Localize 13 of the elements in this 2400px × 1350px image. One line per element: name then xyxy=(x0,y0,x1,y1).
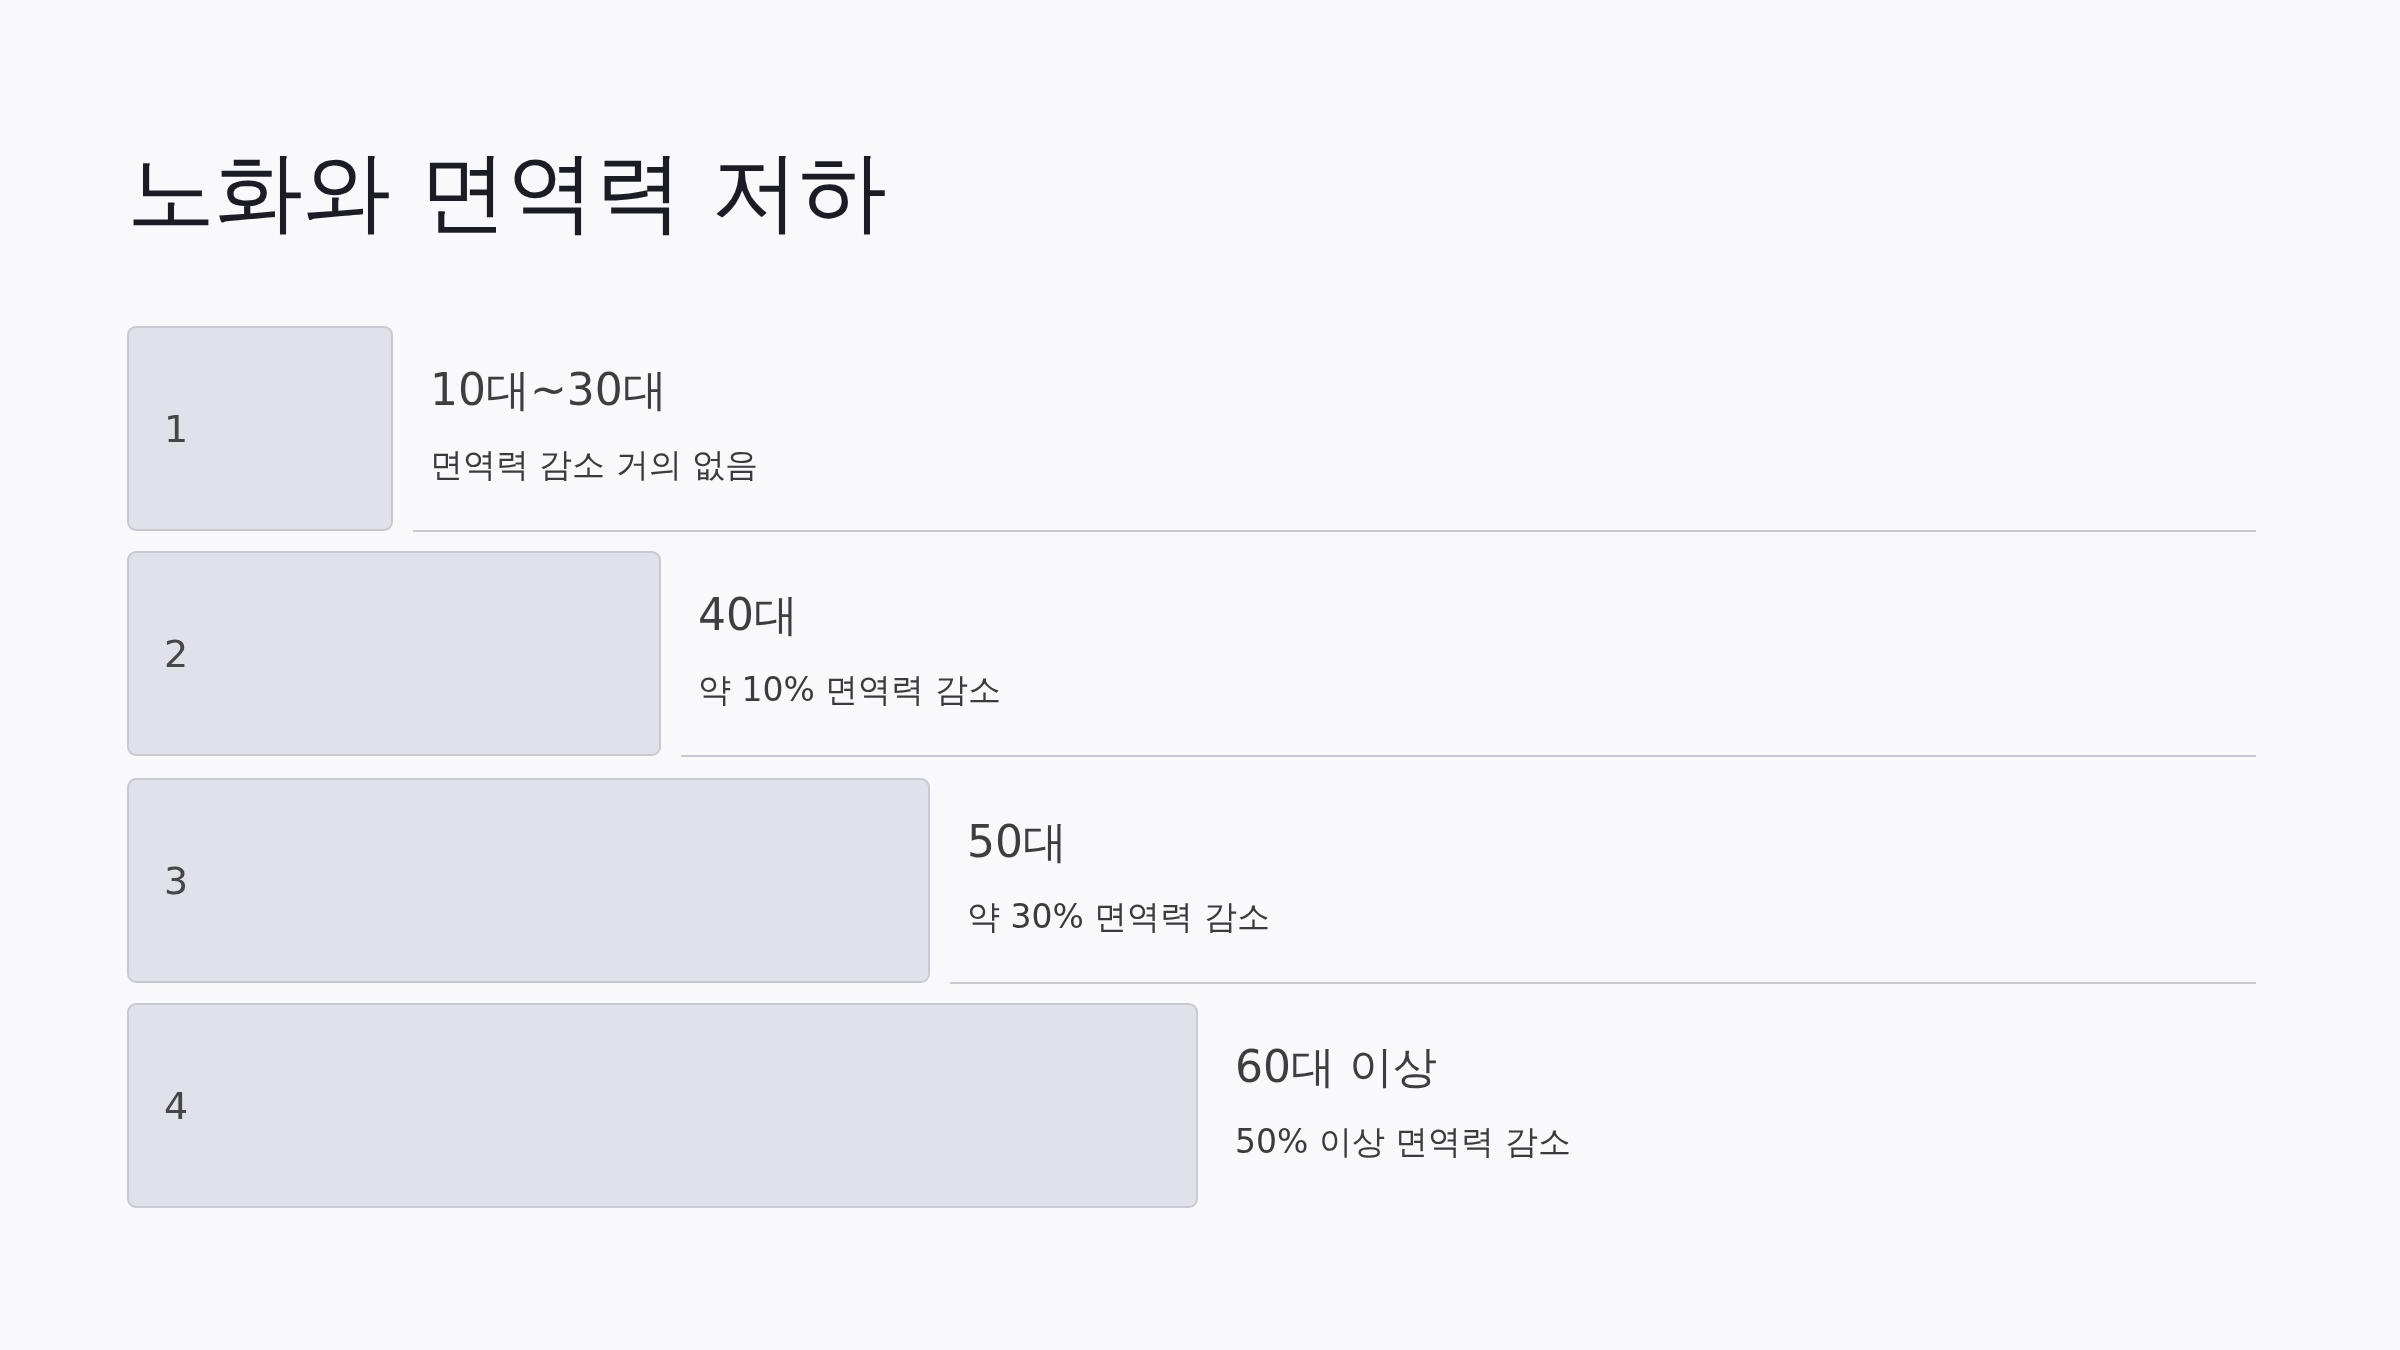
step-box: 4 xyxy=(127,1003,1198,1208)
step-description: 50% 이상 면역력 감소 xyxy=(1235,1122,1571,1162)
step-heading: 50대 xyxy=(967,816,1067,868)
step-description: 면역력 감소 거의 없음 xyxy=(430,445,759,485)
step-box: 3 xyxy=(127,778,930,983)
step-box: 1 xyxy=(127,326,393,531)
step-description: 약 10% 면역력 감소 xyxy=(698,670,1001,710)
step-heading: 40대 xyxy=(698,589,798,641)
step-box: 2 xyxy=(127,551,661,756)
title: 노화와 면역력 저하 xyxy=(127,139,887,245)
step-heading: 60대 이상 xyxy=(1235,1041,1437,1093)
step-heading: 10대~30대 xyxy=(430,364,667,416)
step-description: 약 30% 면역력 감소 xyxy=(967,897,1270,937)
